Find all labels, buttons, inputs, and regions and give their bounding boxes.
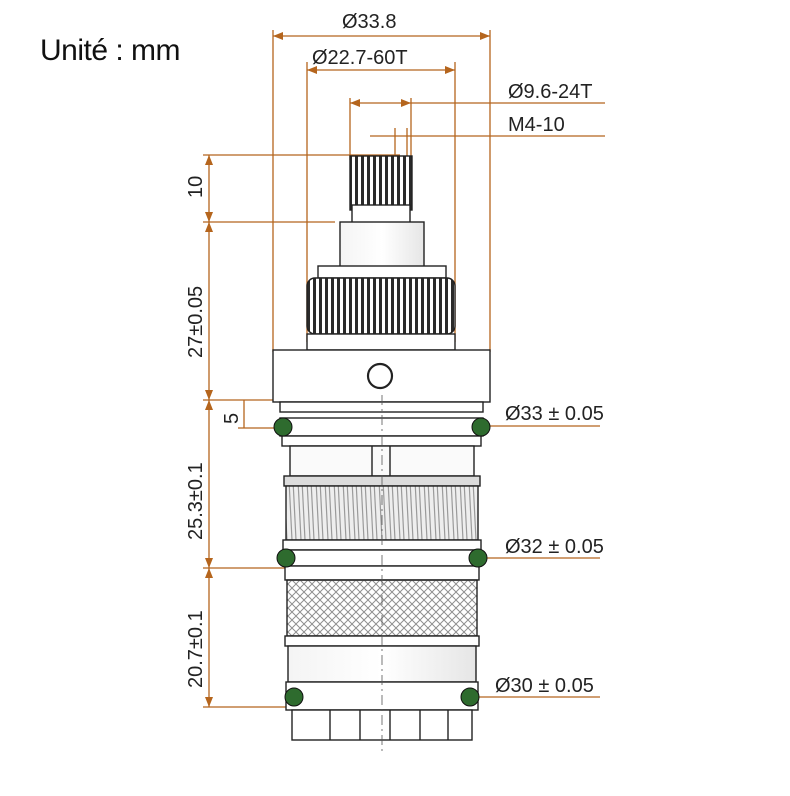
dim-top-outer: Ø33.8	[342, 11, 396, 33]
dim-h-section1: 25.3±0.1	[185, 462, 207, 540]
o-rings	[273, 417, 491, 707]
dim-thread: M4-10	[508, 114, 565, 136]
dim-h-gap: 5	[221, 413, 243, 424]
dim-oring-bottom: Ø30 ± 0.05	[495, 675, 594, 697]
dim-h-section2: 20.7±0.1	[185, 610, 207, 688]
dim-top-mid: Ø22.7-60T	[312, 47, 408, 69]
dim-spline: Ø9.6-24T	[508, 81, 592, 103]
dim-h-stem: 10	[185, 176, 207, 198]
dim-oring-top: Ø33 ± 0.05	[505, 403, 604, 425]
dim-h-body: 27±0.05	[185, 286, 207, 358]
dimension-lines	[203, 30, 605, 708]
unit-label: Unité : mm	[40, 34, 181, 67]
dim-oring-mid: Ø32 ± 0.05	[505, 536, 604, 558]
cartridge-body	[272, 155, 491, 741]
